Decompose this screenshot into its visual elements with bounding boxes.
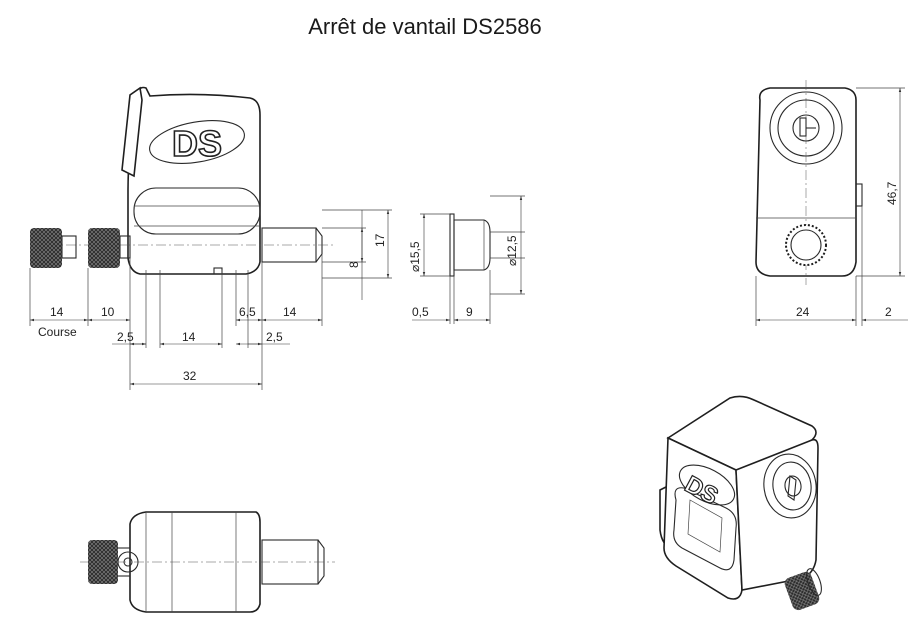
dim-label: 8 bbox=[347, 261, 361, 268]
key-cylinder-icon bbox=[769, 91, 843, 165]
dim-diameter-label: ⌀15,5 bbox=[408, 241, 422, 272]
dim-label: 10 bbox=[101, 305, 115, 319]
dim-height-label: 46,7 bbox=[885, 181, 899, 205]
top-view bbox=[80, 511, 335, 613]
logo-text: DS bbox=[172, 123, 222, 164]
key-cylinder-icon bbox=[763, 453, 817, 519]
dim-label: 9 bbox=[466, 305, 473, 319]
dim-label: 0,5 bbox=[412, 305, 429, 319]
dim-total-label: 32 bbox=[183, 369, 197, 383]
dim-label: 2,5 bbox=[266, 330, 283, 344]
dim-label: 14 bbox=[182, 330, 196, 344]
side-view: DS bbox=[29, 86, 392, 390]
dim-label: 2,5 bbox=[117, 330, 134, 344]
front-view bbox=[755, 80, 908, 326]
dim-label: 14 bbox=[50, 305, 64, 319]
dim-label: 2 bbox=[885, 305, 892, 319]
dim-label: 6,5 bbox=[239, 305, 256, 319]
dim-label: 17 bbox=[373, 233, 387, 247]
course-label: Course bbox=[38, 325, 77, 339]
knurled-knob-icon bbox=[88, 228, 120, 268]
dim-diameter-label: ⌀12,5 bbox=[505, 235, 519, 266]
dim-label: 24 bbox=[796, 305, 810, 319]
knurled-knob-icon bbox=[784, 571, 820, 611]
bolt-view bbox=[412, 195, 525, 324]
drawing-title: Arrêt de vantail DS2586 bbox=[308, 14, 542, 39]
isometric-view: DS bbox=[659, 395, 822, 611]
knurled-knob-icon bbox=[30, 228, 62, 268]
dim-label: 14 bbox=[283, 305, 297, 319]
